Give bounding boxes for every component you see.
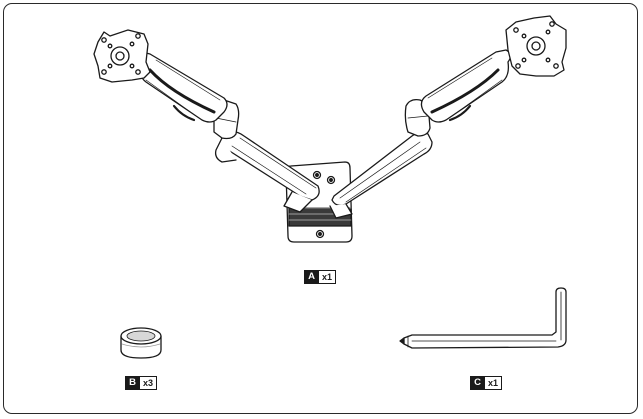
page-border xyxy=(3,3,638,414)
part-c-quantity: x1 xyxy=(485,376,503,390)
right-upper-arm xyxy=(420,49,512,123)
part-b-label: B x3 xyxy=(125,376,158,390)
round-pad-drawing xyxy=(120,327,162,359)
part-a-letter: A xyxy=(304,270,319,284)
left-vesa-plate xyxy=(93,29,151,83)
part-a-label: A x1 xyxy=(304,270,337,284)
monitor-arm-drawing xyxy=(93,15,567,243)
part-b-letter: B xyxy=(125,376,140,390)
allen-key-drawing xyxy=(399,287,567,349)
part-a-quantity: x1 xyxy=(319,270,337,284)
right-vesa-plate xyxy=(505,15,567,77)
part-c-letter: C xyxy=(470,376,485,390)
part-b-quantity: x3 xyxy=(140,376,158,390)
left-upper-arm xyxy=(136,51,228,123)
part-c-label: C x1 xyxy=(470,376,503,390)
